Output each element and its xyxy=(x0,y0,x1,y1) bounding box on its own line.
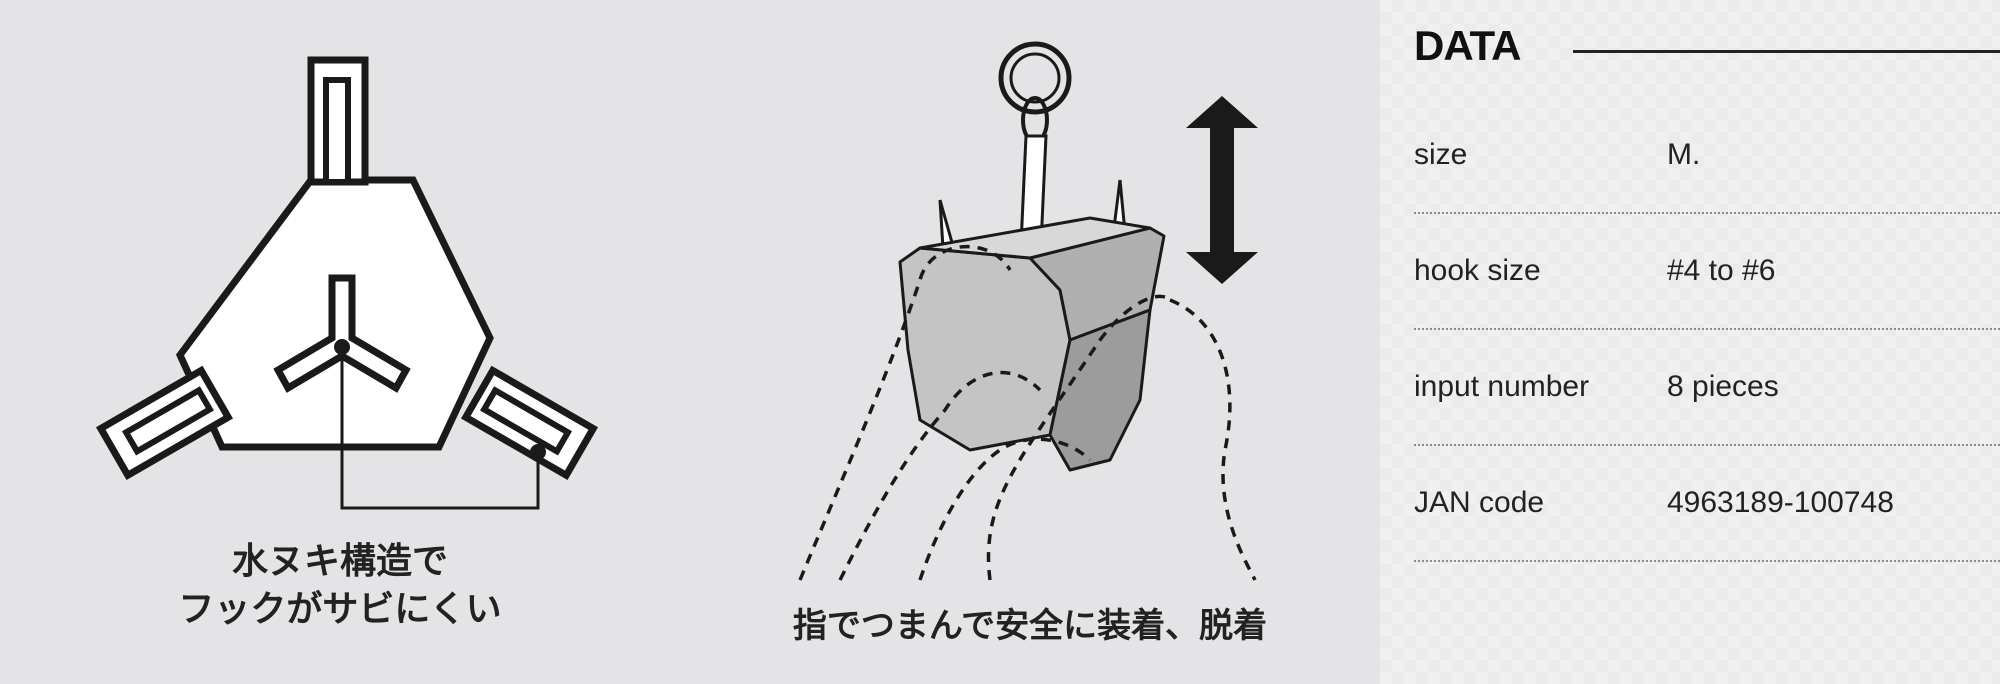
spec-label: JAN code xyxy=(1414,486,1545,519)
spec-row-input-number: input number 8 pieces xyxy=(1414,330,2000,446)
data-panel xyxy=(1380,0,2000,684)
double-arrow-icon xyxy=(1186,96,1258,284)
spec-row-size: size M. xyxy=(1414,98,2000,214)
spec-value: M. xyxy=(1667,138,1701,171)
left-caption-line2: フックがサビにくい xyxy=(178,589,502,630)
left-caption-line1: 水ヌキ構造で xyxy=(231,541,448,582)
spec-table: size M. hook size #4 to #6 input number … xyxy=(1414,98,2000,562)
spec-value: #4 to #6 xyxy=(1667,254,1776,287)
hook-holder-fingers-diagram xyxy=(798,41,1258,581)
middle-caption: 指でつまんで安全に装着、脱着 xyxy=(792,606,1268,646)
spec-label: input number xyxy=(1414,370,1590,403)
spec-label: hook size xyxy=(1414,254,1541,287)
spec-value: 8 pieces xyxy=(1667,370,1779,403)
holder-top-view-diagram xyxy=(95,56,599,510)
spec-row-jan-code: JAN code 4963189-100748 xyxy=(1414,446,2000,562)
spec-value: 4963189-100748 xyxy=(1667,486,1894,519)
title-rule xyxy=(1573,50,2000,53)
spec-label: size xyxy=(1414,138,1468,171)
data-title: DATA xyxy=(1414,22,1521,69)
spec-row-hook-size: hook size #4 to #6 xyxy=(1414,214,2000,330)
